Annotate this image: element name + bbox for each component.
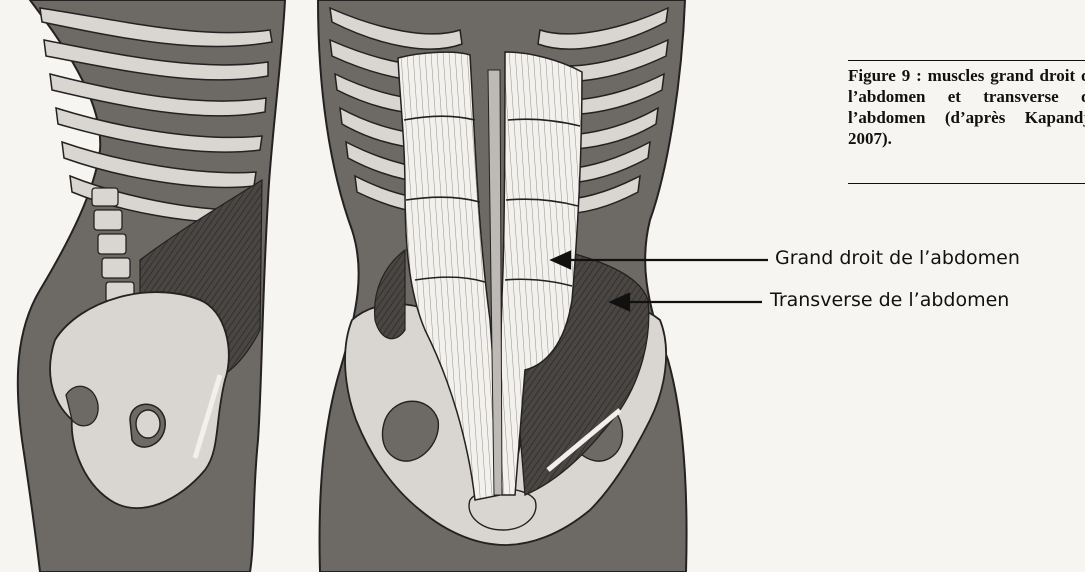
lateral-view xyxy=(18,0,285,572)
lateral-femoral-head xyxy=(136,410,160,438)
figure-caption-text: Figure 9 : muscles grand droit de l’abdo… xyxy=(848,61,1085,149)
figure-caption: Figure 9 : muscles grand droit de l’abdo… xyxy=(848,60,1085,184)
frontal-view xyxy=(318,0,687,572)
label-transverse: Transverse de l’abdomen xyxy=(770,289,1009,311)
label-grand-droit: Grand droit de l’abdomen xyxy=(775,247,1020,269)
